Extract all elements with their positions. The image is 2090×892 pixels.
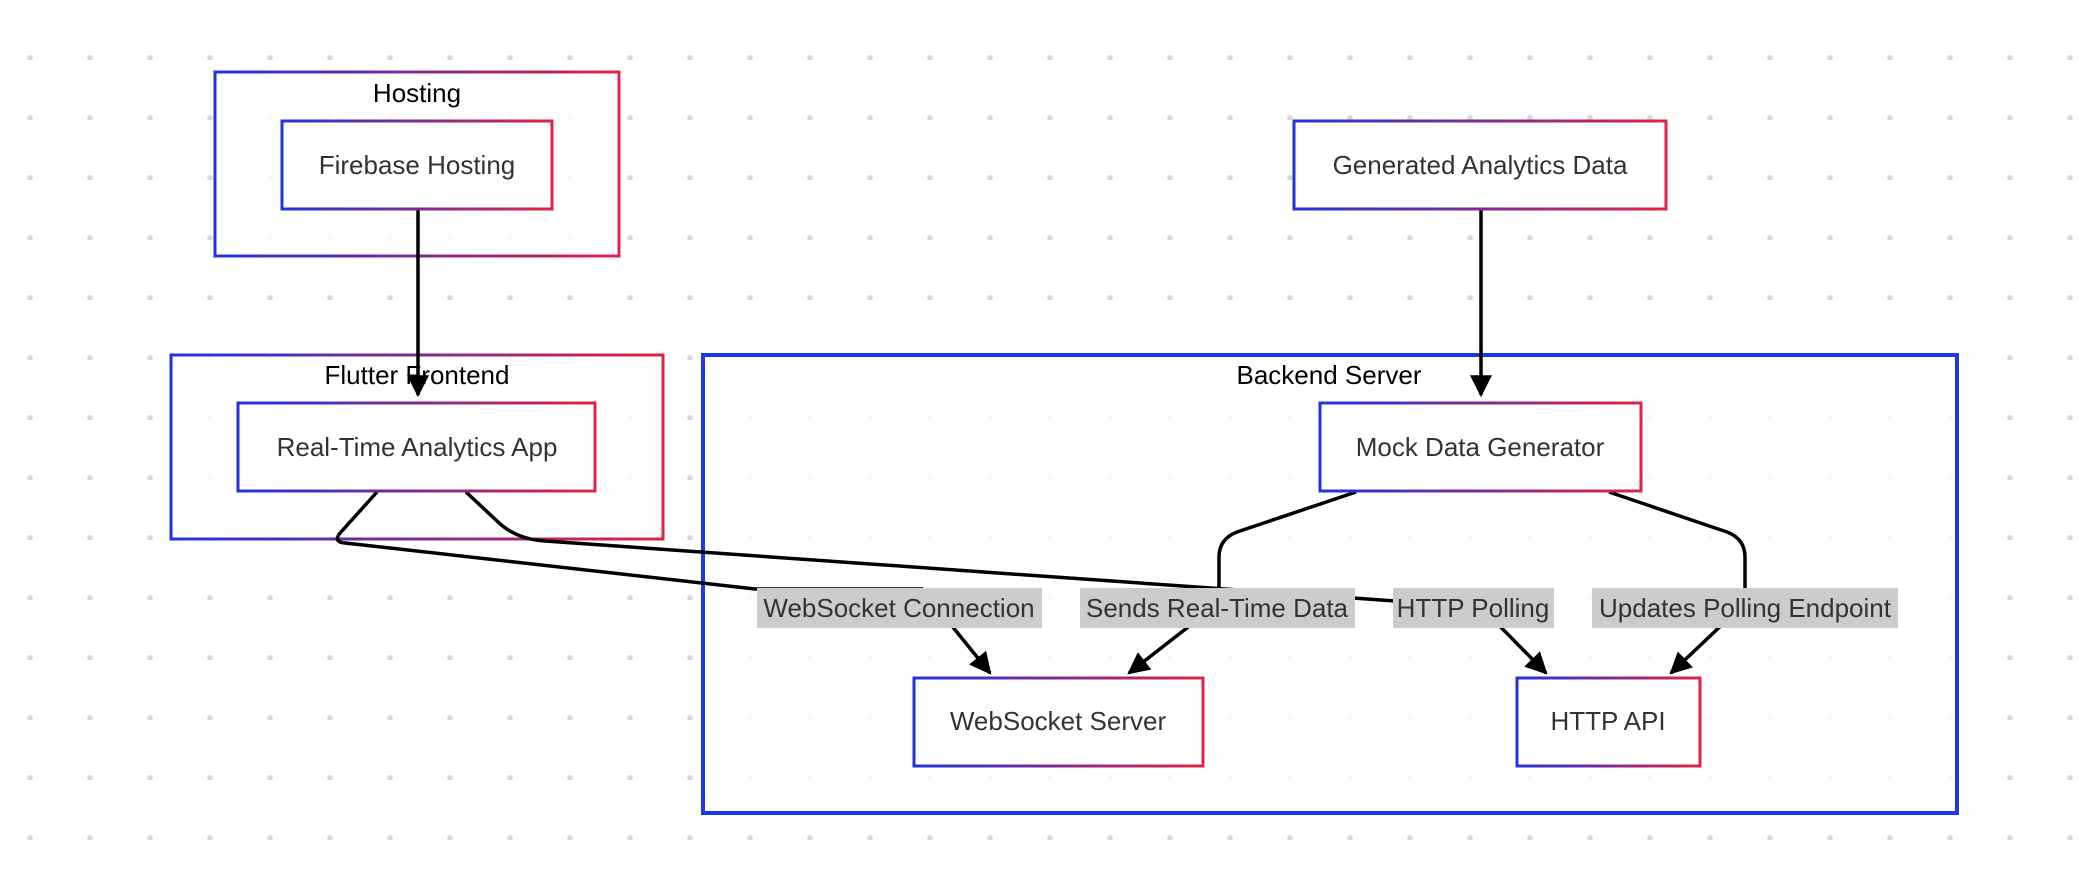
- edge-label-ws-connection-text: WebSocket Connection: [763, 593, 1034, 623]
- node-realtime-analytics-app[interactable]: Real-Time Analytics App: [236, 401, 597, 493]
- node-websocket-server-label: WebSocket Server: [950, 706, 1167, 736]
- node-firebase-hosting-label: Firebase Hosting: [319, 150, 516, 180]
- edge-app-to-websocket: [335, 490, 992, 675]
- edge-label-http-polling: HTTP Polling: [1393, 588, 1554, 628]
- hosting-group-title: Hosting: [373, 78, 461, 108]
- node-http-api[interactable]: HTTP API: [1515, 676, 1702, 768]
- edge-mock-to-websocket: [1127, 490, 1357, 675]
- edge-app-to-http: [464, 490, 1548, 675]
- node-generated-analytics-data[interactable]: Generated Analytics Data: [1292, 119, 1668, 211]
- node-mock-data-generator-label: Mock Data Generator: [1356, 432, 1605, 462]
- edge-mock-to-http: [1608, 490, 1747, 675]
- edge-label-ws-connection: WebSocket Connection: [757, 588, 1042, 628]
- node-realtime-analytics-app-label: Real-Time Analytics App: [277, 432, 558, 462]
- node-websocket-server[interactable]: WebSocket Server: [912, 676, 1205, 768]
- edge-label-sends-realtime-text: Sends Real-Time Data: [1086, 593, 1349, 623]
- edges: [335, 209, 1747, 675]
- node-firebase-hosting[interactable]: Firebase Hosting: [280, 119, 554, 211]
- edge-label-updates-polling-text: Updates Polling Endpoint: [1599, 593, 1892, 623]
- edge-label-updates-polling: Updates Polling Endpoint: [1592, 588, 1898, 628]
- node-generated-analytics-data-label: Generated Analytics Data: [1333, 150, 1628, 180]
- edge-label-sends-realtime: Sends Real-Time Data: [1080, 588, 1355, 628]
- node-http-api-label: HTTP API: [1550, 706, 1665, 736]
- edge-label-http-polling-text: HTTP Polling: [1397, 593, 1550, 623]
- node-mock-data-generator[interactable]: Mock Data Generator: [1318, 401, 1643, 493]
- backend-group-title: Backend Server: [1237, 360, 1422, 390]
